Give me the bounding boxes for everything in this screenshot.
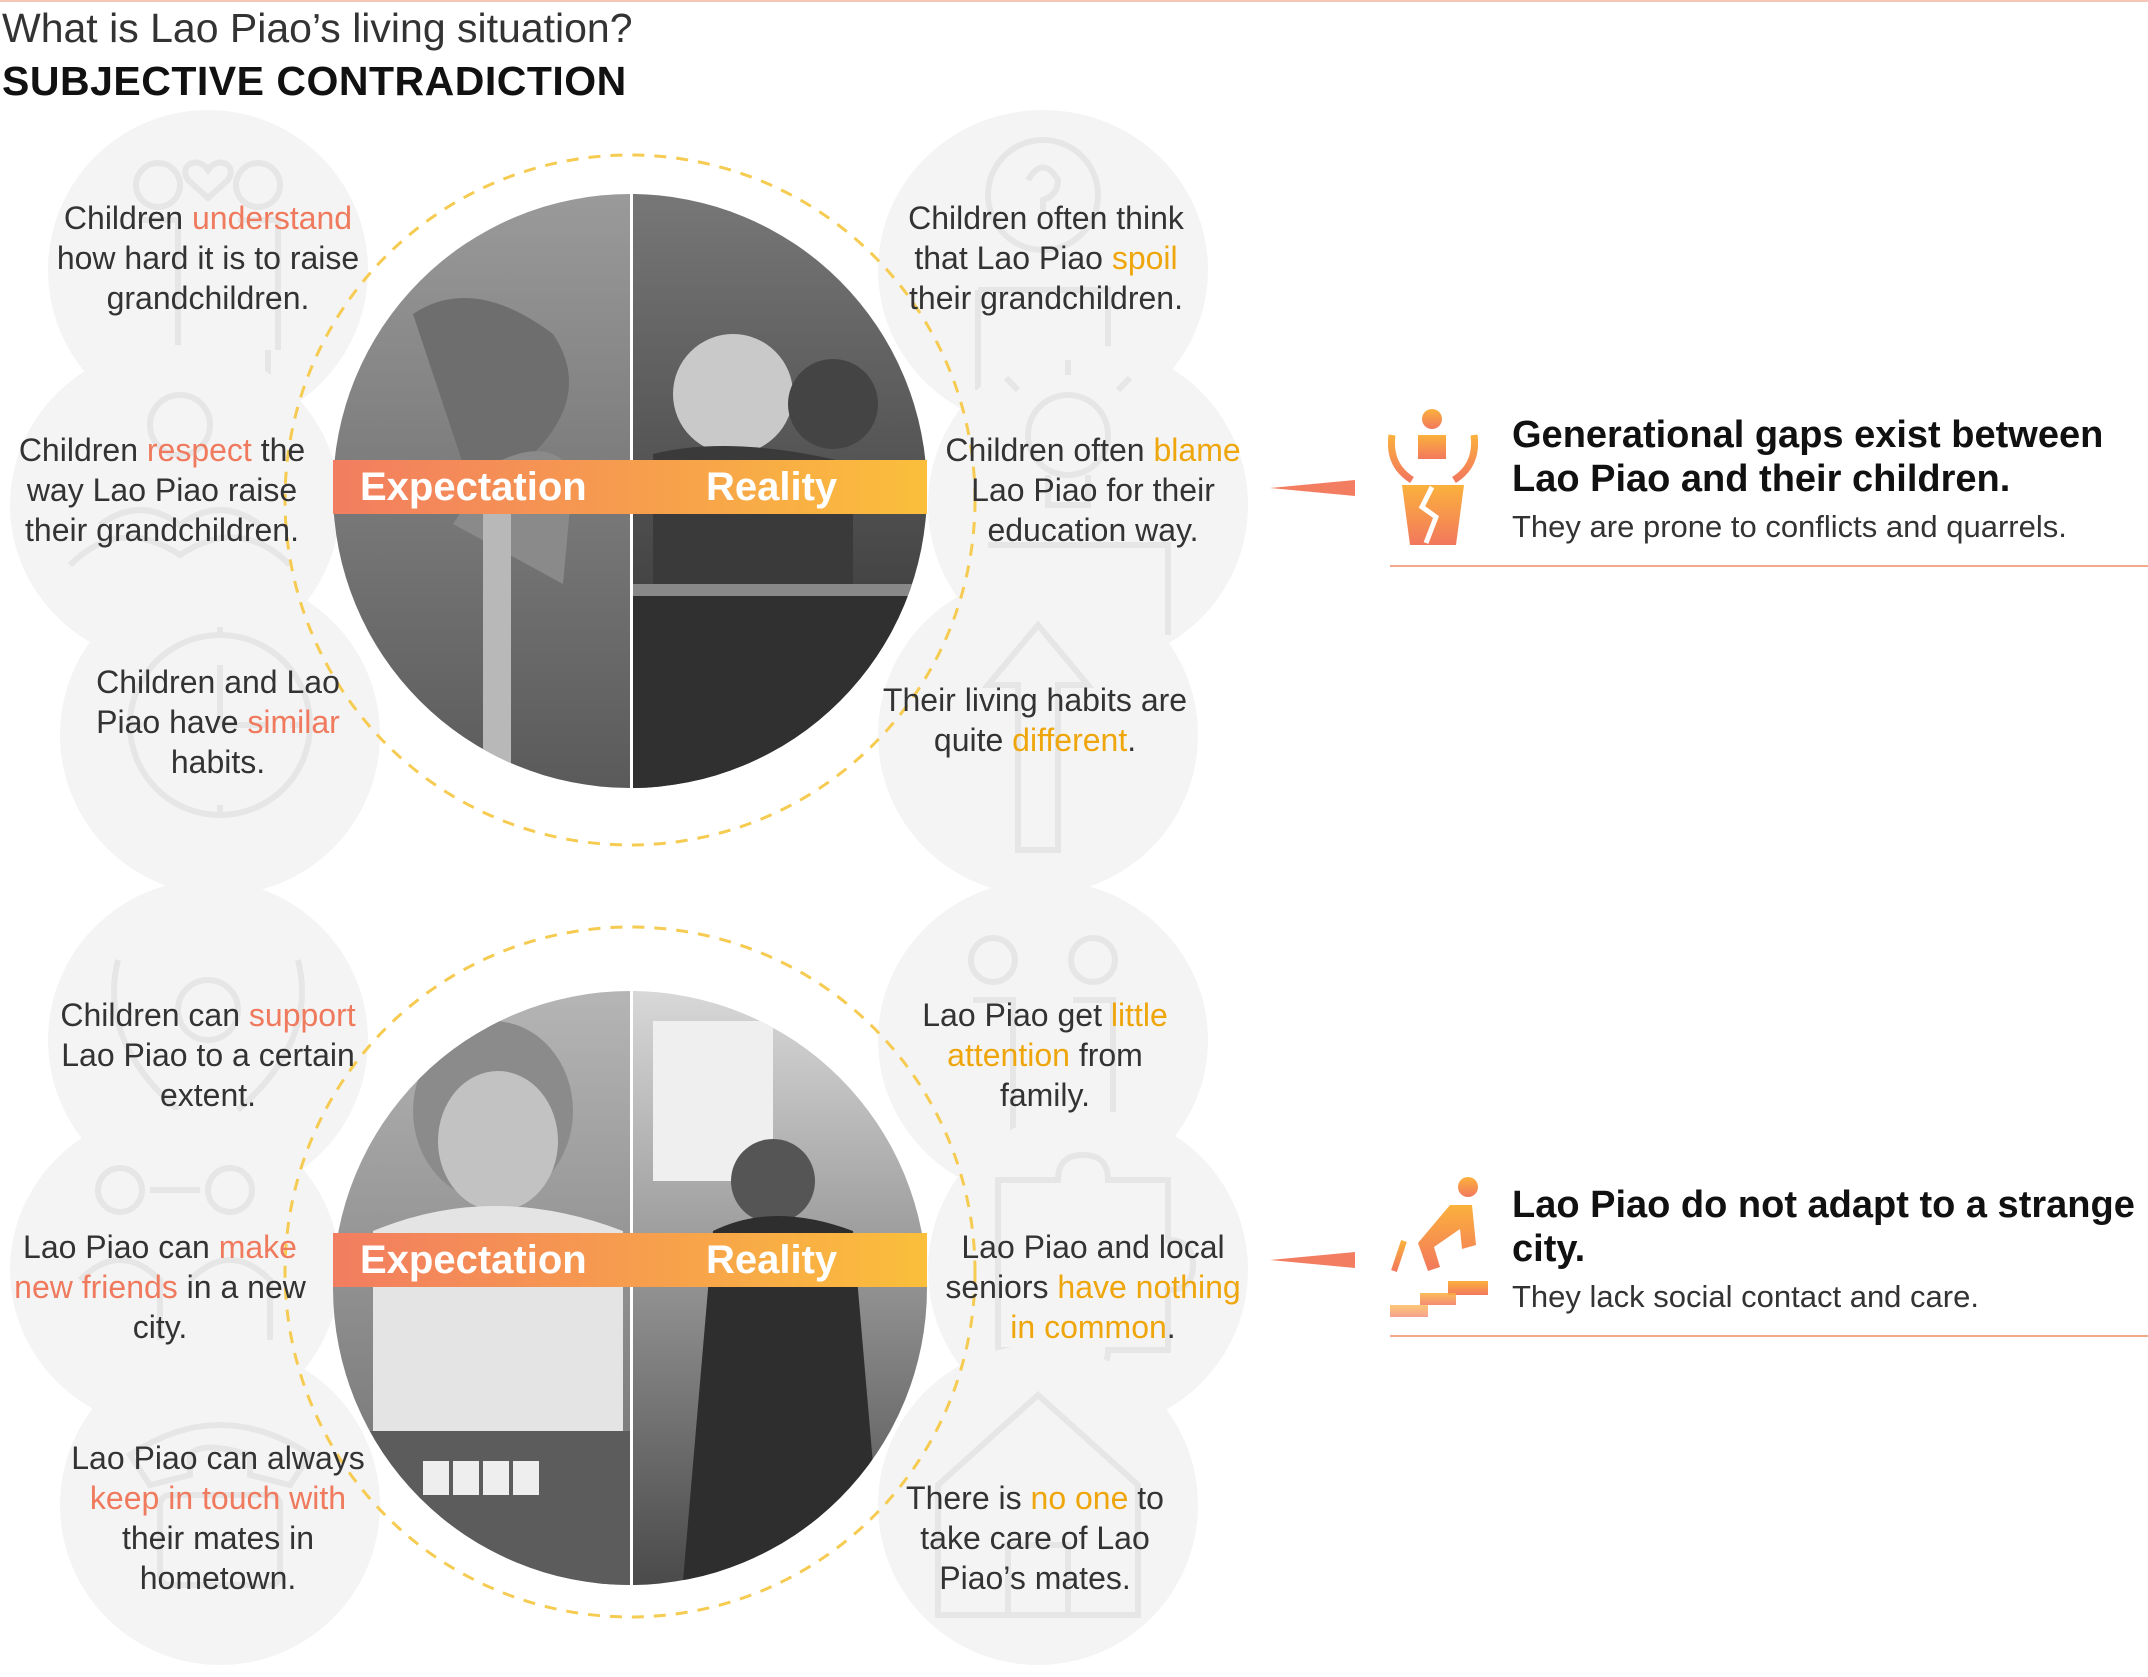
people-connect-icon (77, 1165, 273, 1340)
reality-text-4: Lao Piao get little attention from famil… (922, 997, 1168, 1113)
expectation-label: Expectation (360, 465, 587, 509)
arrow-up-icon (981, 620, 1095, 853)
pointer-arrow-1 (1270, 480, 1355, 496)
expectation-reality-band-1 (333, 460, 927, 514)
reality-text-5: Lao Piao and local seniors have nothing … (945, 1229, 1241, 1345)
conclusion-subtitle-1: They are prone to conflicts and quarrels… (1512, 509, 2067, 544)
reality-text-3: Their living habits are quite different. (882, 682, 1188, 758)
expectation-label: Expectation (360, 1238, 587, 1282)
elder-mahjong-photo (333, 991, 927, 1585)
expectation-text-1: Children understand how hard it is to ra… (56, 200, 360, 316)
conclusion-underline-1 (1390, 565, 2148, 567)
page-title: SUBJECTIVE CONTRADICTION (2, 58, 627, 104)
reality-label: Reality (706, 1238, 838, 1282)
reality-label: Reality (706, 465, 838, 509)
page-question: What is Lao Piao’s living situation? (2, 5, 633, 51)
family-icon (968, 935, 1118, 1140)
expectation-text-3: Children and Lao Piao have similar habit… (96, 664, 340, 780)
expectation-text-2: Children respect the way Lao Piao raise … (18, 432, 306, 548)
reality-text-1: Children often think that Lao Piao spoil… (908, 200, 1184, 316)
expectation-reality-band-2 (333, 1233, 927, 1287)
conclusion-title-1: Generational gaps exist between Lao Piao… (1512, 414, 2104, 500)
reality-text-6: There is no one to take care of Lao Piao… (906, 1480, 1164, 1596)
conclusion-underline-2 (1390, 1335, 2148, 1337)
question-head-icon (975, 137, 1111, 390)
reality-text-2: Children often blame Lao Piao for their … (945, 432, 1241, 548)
conclusion-subtitle-2: They lack social contact and care. (1512, 1279, 1979, 1314)
broken-family-icon (1388, 409, 1478, 545)
conclusion-title-2: Lao Piao do not adapt to a strange city. (1512, 1184, 2135, 1270)
hands-heart-icon (67, 392, 293, 568)
expectation-text-5: Lao Piao can make new friends in a new c… (14, 1229, 306, 1345)
pointer-arrow-2 (1270, 1252, 1355, 1268)
top-divider (0, 0, 2148, 2)
lightbulb-icon (988, 360, 1171, 635)
expectation-text-6: Lao Piao can always keep in touch with t… (71, 1440, 365, 1596)
person-stairs-icon (1390, 1177, 1488, 1317)
photo-circle-2 (333, 991, 927, 1585)
expectation-text-4: Children can support Lao Piao to a certa… (60, 997, 356, 1113)
